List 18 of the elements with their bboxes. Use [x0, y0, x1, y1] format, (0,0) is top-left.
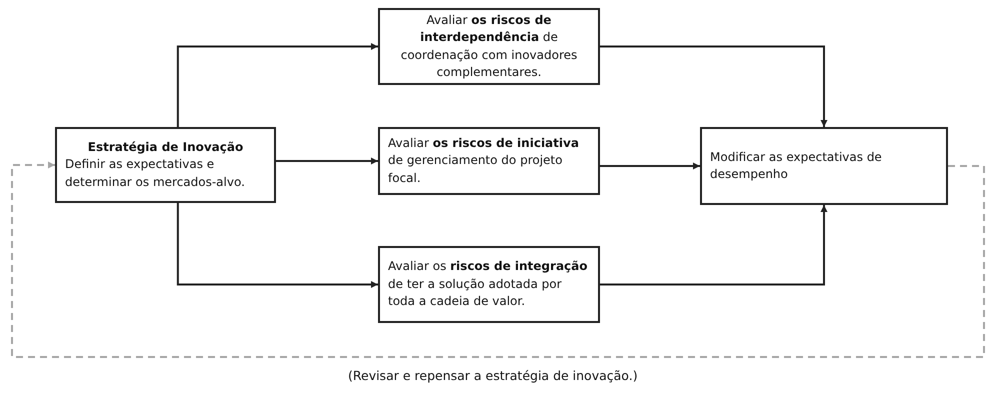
- process-box: [700, 127, 948, 205]
- box-text: Avaliar os riscos de iniciativa de gerenciamento do projeto focal.: [388, 134, 580, 187]
- arrow: [600, 162, 700, 170]
- box-heading: Estratégia de Inovação: [86, 138, 244, 156]
- box-text: Modificar as expectativas de desempenho: [710, 148, 883, 183]
- process-box: [378, 8, 600, 85]
- arrow: [176, 43, 378, 127]
- box-text: Definir as expectativas e determinar os mercados-alvo.: [65, 156, 246, 191]
- arrow: [276, 158, 378, 164]
- process-box: [378, 127, 600, 195]
- arrow: [600, 46, 828, 127]
- box-text: Avaliar os riscos de integração de ter a solução adotada por toda a cadeia de valor.: [388, 258, 588, 310]
- process-box: [378, 246, 600, 323]
- box-text: Avaliar os riscos de interdependência de coordenação com inovadores complementares.: [400, 12, 578, 81]
- process-box: [55, 127, 276, 203]
- arrow: [600, 205, 828, 286]
- dashed-arrow: [11, 162, 985, 358]
- arrow: [176, 203, 378, 288]
